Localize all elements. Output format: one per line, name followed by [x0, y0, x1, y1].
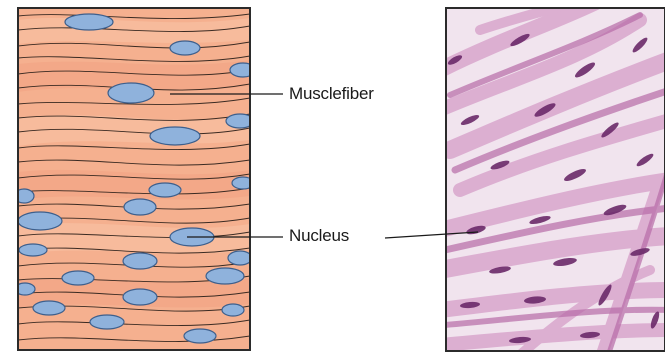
nucleus-shape — [19, 244, 47, 256]
nucleus-shape — [170, 41, 200, 55]
nucleus-shape — [184, 329, 216, 343]
musclefiber-label: Musclefiber — [289, 84, 374, 104]
nucleus-shape — [124, 199, 156, 215]
illustration-panel — [14, 8, 256, 350]
nucleus-shape — [90, 315, 124, 329]
nucleus-shape — [123, 253, 157, 269]
nucleus-shape — [230, 63, 256, 77]
nucleus-shape — [222, 304, 244, 316]
nucleus-shape — [33, 301, 65, 315]
micrograph-panel — [440, 0, 665, 355]
nucleus-label: Nucleus — [289, 226, 349, 246]
nucleus-shape — [65, 14, 113, 30]
nucleus-shape — [62, 271, 94, 285]
nucleus-shape — [18, 212, 62, 230]
nucleus-shape — [228, 251, 252, 265]
nucleus-shape — [206, 268, 244, 284]
nucleus-shape — [150, 127, 200, 145]
nucleus-shape — [123, 289, 157, 305]
nucleus-shape — [108, 83, 154, 103]
nucleus-shape — [149, 183, 181, 197]
